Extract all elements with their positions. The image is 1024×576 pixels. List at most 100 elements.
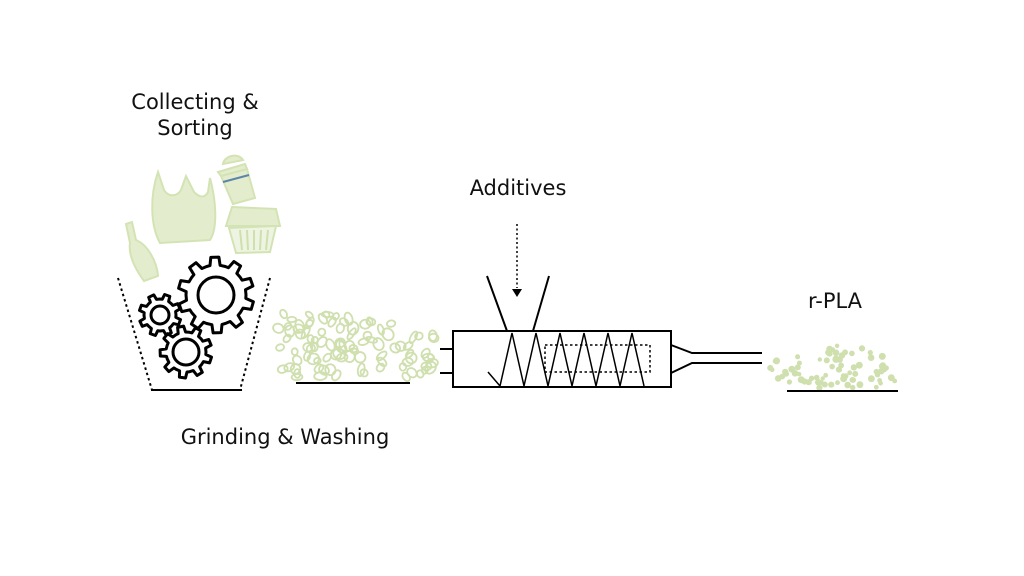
pellet — [816, 384, 823, 391]
flake — [313, 356, 322, 365]
pellet — [850, 364, 858, 371]
pellet — [823, 357, 830, 364]
gear-icon — [177, 255, 255, 335]
pellet — [849, 350, 855, 357]
cup-icon — [216, 154, 257, 206]
pellet — [795, 354, 801, 360]
pellet — [805, 379, 812, 386]
flake — [376, 323, 385, 336]
gear-icon — [138, 293, 182, 337]
flake — [304, 316, 315, 330]
pellet — [815, 379, 822, 386]
pellet — [855, 361, 863, 369]
collecting-sorting-label: Collecting & Sorting — [131, 90, 259, 140]
flake — [325, 338, 336, 352]
screw-shaft — [544, 344, 651, 373]
flake — [317, 327, 327, 337]
flake — [306, 334, 315, 344]
flake — [356, 362, 366, 378]
flake — [322, 352, 332, 363]
flake — [322, 310, 331, 319]
pellet — [867, 350, 873, 356]
flake — [414, 331, 424, 341]
flake — [389, 342, 401, 354]
flake — [324, 363, 337, 377]
flake — [425, 357, 439, 369]
flake — [364, 335, 378, 344]
additives-label: Additives — [469, 176, 567, 200]
r-pla-pellets — [767, 343, 898, 391]
flake — [420, 365, 429, 375]
pellet — [782, 368, 789, 375]
flake — [286, 315, 298, 324]
pellet — [842, 349, 848, 356]
flake — [359, 318, 372, 330]
grinding-washing-label: Grinding & Washing — [180, 425, 390, 449]
additives-arrowhead — [512, 289, 522, 297]
pellet — [874, 369, 880, 375]
pellet — [858, 345, 866, 352]
flake — [354, 351, 367, 364]
pellet — [883, 365, 889, 371]
flake — [272, 322, 285, 334]
r-pla-label: r-PLA — [807, 289, 863, 313]
flake — [279, 308, 288, 320]
bottle-icon — [124, 220, 160, 283]
gear-icon — [158, 324, 213, 380]
flake — [335, 339, 347, 354]
pellet — [850, 384, 856, 391]
pellet — [878, 352, 886, 360]
flake — [331, 369, 342, 382]
pellet — [794, 364, 801, 371]
pellet — [834, 343, 840, 348]
pellet — [828, 381, 835, 388]
flake — [283, 322, 293, 331]
ground-flakes — [272, 308, 440, 383]
pellet — [878, 368, 885, 375]
pellet — [856, 381, 864, 389]
flake — [405, 351, 418, 365]
grinder-gears — [138, 255, 255, 380]
flake — [290, 347, 299, 356]
pellet — [877, 378, 882, 383]
flake — [406, 367, 418, 379]
pellet — [813, 374, 820, 381]
pellet — [791, 370, 799, 377]
pellet — [833, 355, 839, 361]
flake — [282, 333, 292, 344]
pellet — [817, 357, 822, 362]
extruder-screw — [487, 332, 645, 388]
flake — [365, 317, 377, 327]
flake — [313, 363, 325, 374]
flake — [316, 336, 328, 348]
flake — [362, 330, 373, 341]
flake — [394, 340, 407, 352]
flake — [305, 343, 316, 354]
pellet — [821, 381, 828, 388]
pellet — [829, 363, 835, 370]
pellet — [786, 379, 793, 385]
extruder-die — [670, 344, 762, 374]
pellet — [873, 384, 879, 390]
container-icon — [224, 205, 282, 255]
flake — [327, 316, 337, 328]
flake — [428, 332, 440, 344]
flake — [335, 352, 349, 363]
pellet — [767, 364, 774, 371]
pellet — [838, 362, 844, 369]
pellet — [823, 372, 829, 378]
flake — [398, 362, 408, 372]
flake — [346, 321, 360, 336]
pellet — [852, 370, 859, 377]
pellet — [847, 370, 853, 376]
grinder-hopper — [117, 277, 271, 391]
pellet — [878, 363, 885, 369]
pellet — [887, 374, 895, 382]
pellet — [772, 358, 778, 364]
flake — [331, 312, 340, 321]
flake — [275, 343, 286, 352]
pellet — [820, 376, 825, 381]
flake — [276, 364, 289, 374]
pellet — [840, 375, 848, 383]
